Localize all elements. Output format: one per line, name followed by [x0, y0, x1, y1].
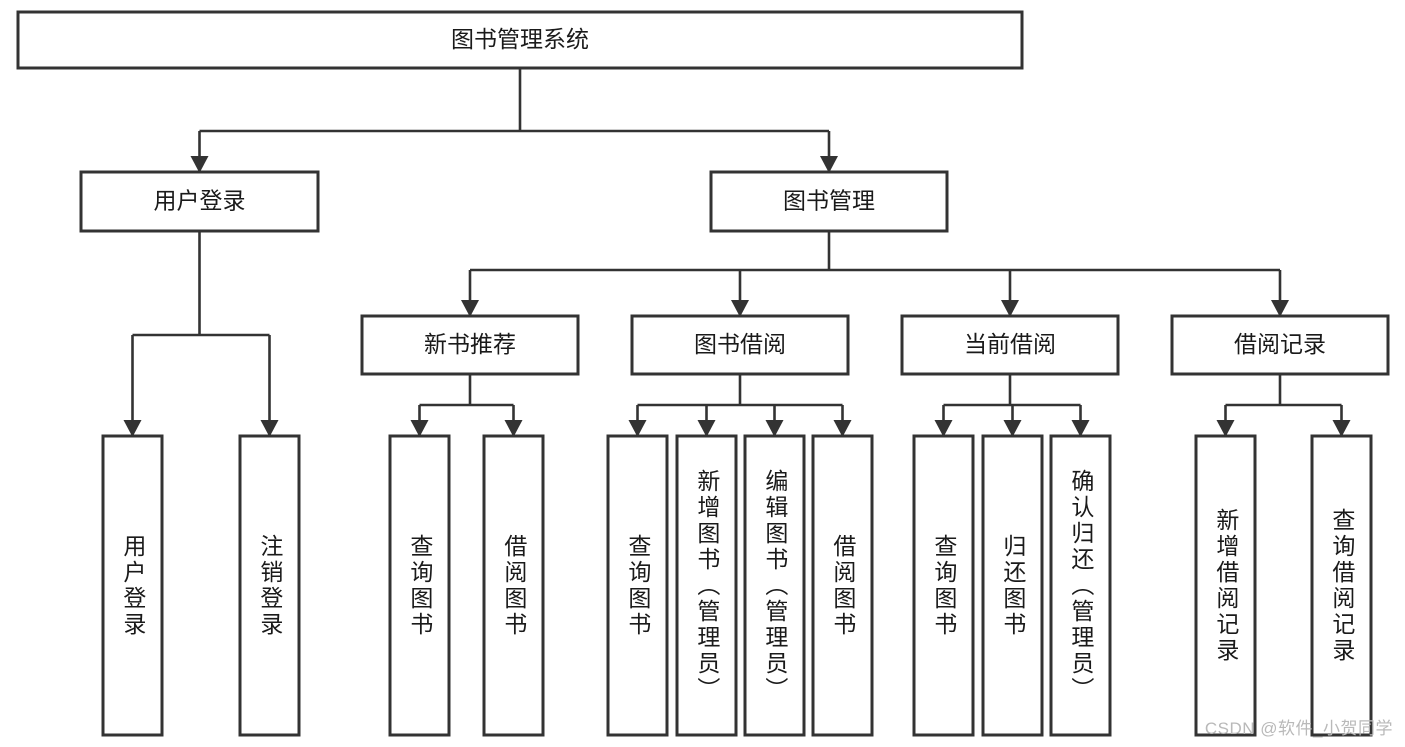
node-user-login[interactable]: [79, 170, 320, 233]
node-leaf-return-book[interactable]: [981, 434, 1044, 737]
node-current-borrow[interactable]: [900, 314, 1120, 376]
node-leaf-edit-book[interactable]: [743, 434, 806, 737]
node-book-borrow[interactable]: [630, 314, 850, 376]
node-current-borrow-label: 当前借阅: [964, 331, 1056, 357]
node-book-manage-label: 图书管理: [783, 188, 875, 214]
node-root-system[interactable]: [16, 10, 1024, 70]
node-leaf-add-book[interactable]: [675, 434, 738, 737]
watermark-credit: CSDN @软件_小贺同学: [1204, 719, 1393, 738]
node-leaf-query-book-1[interactable]: [388, 434, 451, 737]
node-root-system-label: 图书管理系统: [451, 26, 589, 52]
node-book-manage[interactable]: [709, 170, 949, 233]
node-leaf-borrow-book-2[interactable]: [811, 434, 874, 737]
node-book-borrow-label: 图书借阅: [694, 331, 786, 357]
node-borrow-record-label: 借阅记录: [1234, 331, 1326, 357]
node-leaf-user-logout[interactable]: [238, 434, 301, 737]
node-borrow-record[interactable]: [1170, 314, 1390, 376]
node-user-login-label: 用户登录: [154, 188, 246, 214]
node-leaf-query-book-3[interactable]: [912, 434, 975, 737]
edge-layer: [123, 68, 1351, 437]
node-new-book-rec[interactable]: [360, 314, 580, 376]
node-leaf-query-record[interactable]: [1310, 434, 1373, 737]
box-layer: [16, 10, 1390, 737]
node-leaf-borrow-book-1[interactable]: [482, 434, 545, 737]
node-leaf-query-book-2[interactable]: [606, 434, 669, 737]
node-leaf-confirm-return[interactable]: [1049, 434, 1112, 737]
node-new-book-rec-label: 新书推荐: [424, 331, 516, 357]
node-leaf-user-login[interactable]: [101, 434, 164, 737]
node-leaf-add-record[interactable]: [1194, 434, 1257, 737]
